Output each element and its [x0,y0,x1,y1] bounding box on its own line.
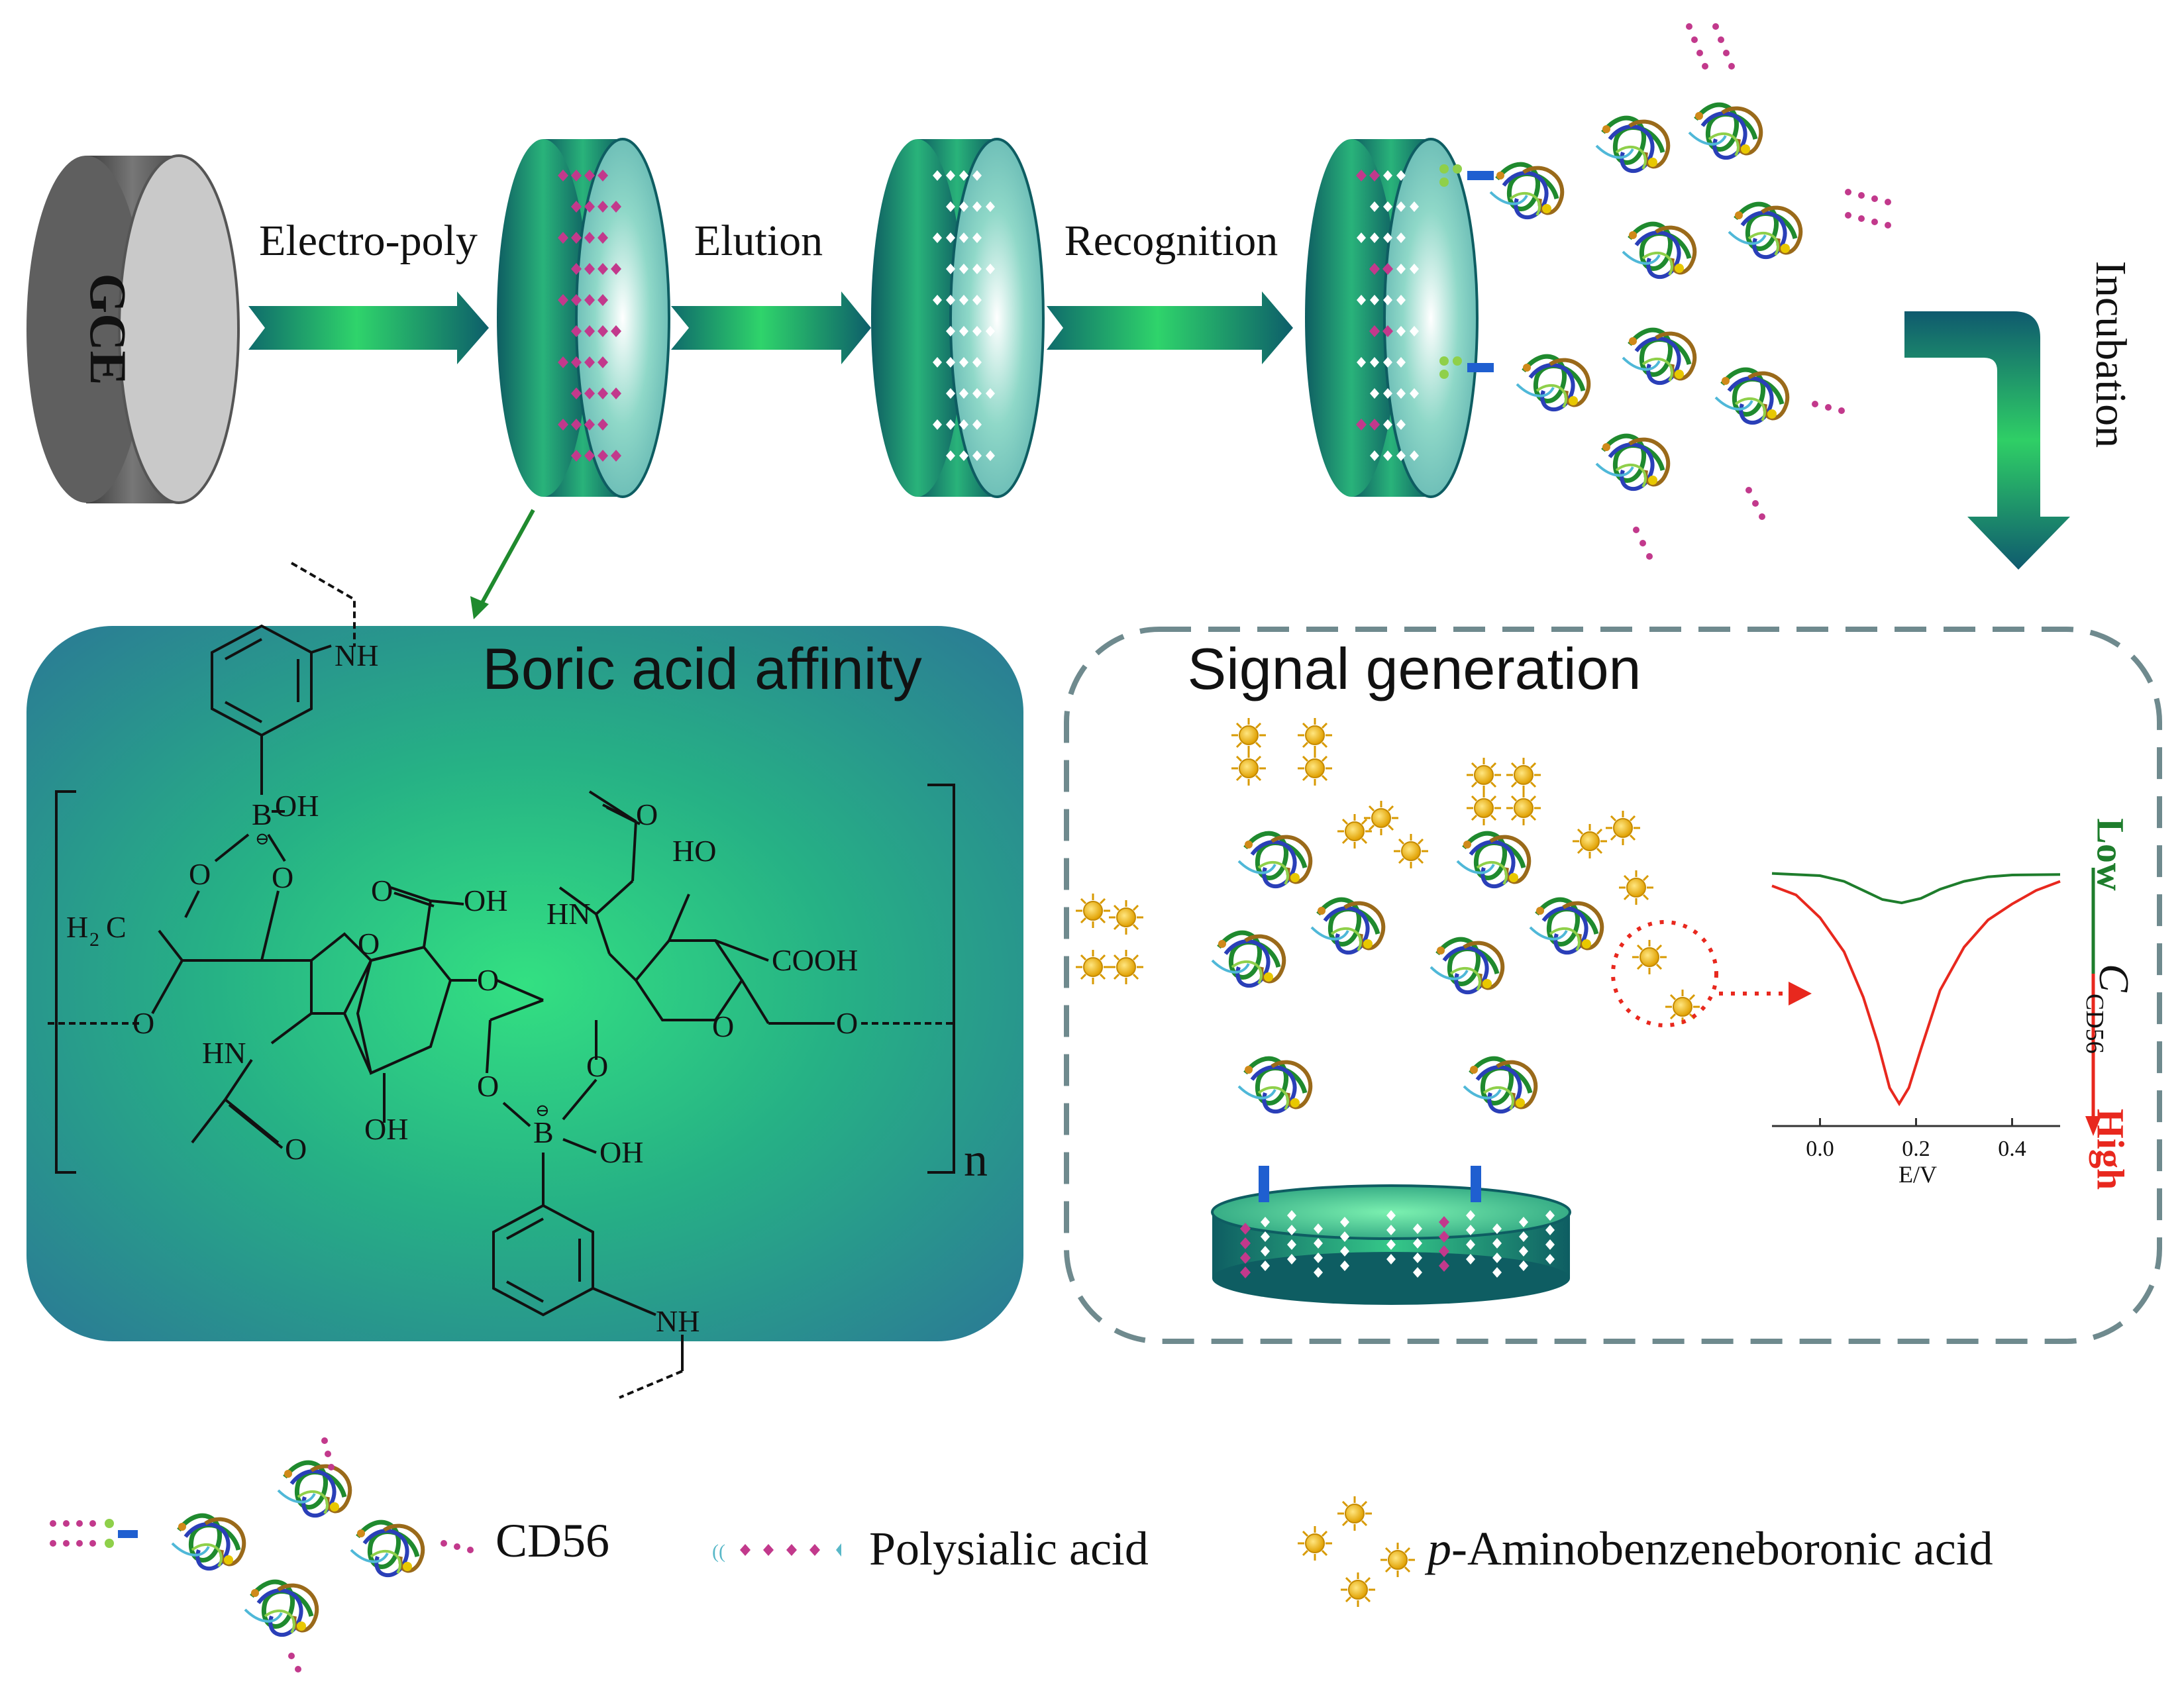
atom-o-acetyl-left: O [285,1132,307,1166]
incubation-label: Incubation [2087,261,2135,448]
atom-oh-b-bottom: OH [599,1135,643,1169]
concentration-scale: Low C CD56 High [2081,818,2138,1190]
x-axis-label: E/V [1898,1161,1937,1188]
cd56-protein-cluster-top [1439,23,1891,560]
legend: CD56 (( Polysialic acid p-Aminobenzenebo… [50,1437,1993,1672]
atom-hn-left: HN [202,1036,246,1070]
atom-b-top: B [252,797,272,831]
atom-o-ring-a: O [189,857,211,891]
gce-electrode: GCE [26,154,240,504]
atom-nh-bottom: NH [656,1304,700,1338]
svg-text:H: H [66,910,88,944]
atom-o-b2-a: O [477,1069,499,1103]
chemical-structure [46,562,955,1399]
atom-nh-top: NH [335,639,378,672]
svg-text:((: (( [712,1541,725,1563]
conc-label: C [2091,964,2138,993]
elution-label: Elution [694,217,823,265]
low-label: Low [2089,818,2132,891]
atom-minus-top: ⊖ [255,829,270,848]
mip-electrode-recognition [1305,138,1479,498]
legend-apba-icon [1296,1495,1416,1608]
gce-label: GCE [79,273,137,385]
sensor-flat-electrode [1211,1184,1571,1305]
atom-o-carbonyl1: O [371,874,393,907]
legend-polysialic-icon: (( [712,1541,841,1563]
atom-cooh2: COOH [772,943,858,977]
series-low-curve [1771,872,2061,905]
dpv-chart: 0.0 0.2 0.4 E/V [1771,872,2061,1188]
legend-cd56-label: CD56 [495,1514,609,1567]
atom-oh-b-top: OH [275,789,319,823]
legend-cd56-icon [50,1437,474,1672]
step-arrow-recognition [1047,291,1293,364]
recognition-label: Recognition [1065,217,1278,265]
boric-panel-title: Boric acid affinity [482,636,922,701]
mip-electrode-eluted [871,138,1045,498]
zoom-pointer-head [470,596,489,619]
atom-o-ring2: O [712,1009,734,1043]
series-high-curve [1771,880,2061,1107]
x-tick-label: 0.0 [1806,1137,1834,1161]
atom-o-ring1: O [358,927,380,960]
atom-b-bottom: B [533,1115,554,1149]
signal-panel-title: Signal generation [1188,636,1641,701]
svg-text:C: C [106,910,127,944]
zoom-circle [1611,920,1718,1027]
legend-polysialic-label: Polysialic acid [869,1522,1149,1575]
boric-acid-panel: Boric acid affinity [26,562,1023,1399]
atom-o-acetyl-right: O [636,797,658,831]
incubation-arrow [1904,311,2070,570]
x-tick-label: 0.2 [1902,1137,1930,1161]
atom-h2c: H 2 C [66,910,127,951]
atom-o-chain-left: O [132,1006,154,1040]
high-label: High [2089,1109,2132,1190]
cd56-protein-cluster-bound [1212,833,1602,1202]
atom-cooh1: OH [464,884,507,917]
electropoly-label: Electro-poly [259,217,478,265]
x-tick-label: 0.4 [1998,1137,2026,1161]
conc-sub: CD56 [2081,994,2108,1054]
atom-o-glyco: O [477,963,499,997]
legend-apba-label: p-Aminobenzeneboronic acid [1424,1522,1993,1575]
apba-signal-tags [1074,717,1701,1025]
repeat-n: n [964,1133,988,1186]
zoom-pointer-arrow [478,509,535,607]
atom-hn-right: HN [546,897,590,931]
atom-ho-right: HO [672,834,716,868]
atom-o-ring-b: O [272,860,293,894]
atom-minus-bottom: ⊖ [535,1101,550,1120]
step-arrow-electropoly [248,291,489,364]
atom-oh-bottom: OH [364,1112,408,1146]
mip-electrode-template [497,138,670,498]
signal-generation-panel: Signal generation [1064,627,2162,1344]
atom-o-b2-b: O [586,1049,608,1083]
zoom-arrow-head [1789,982,1812,1005]
atom-o-chain-right: O [836,1006,858,1040]
svg-text:2: 2 [89,929,99,951]
step-arrow-elution [671,291,871,364]
